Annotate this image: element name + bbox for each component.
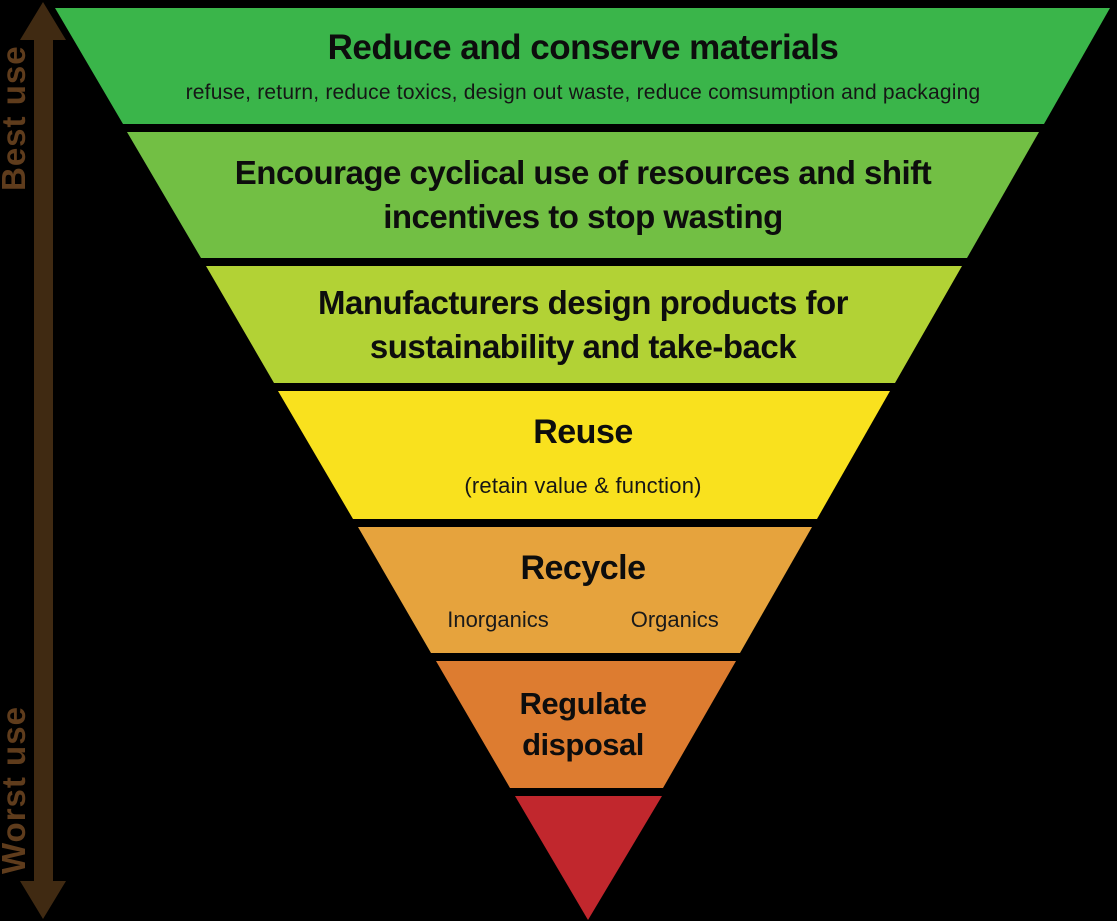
- axis-label-best-use: Best use: [0, 45, 32, 191]
- level-5-label: Recycle Inorganics Organics: [363, 527, 803, 653]
- level-3-label: Manufacturers design products for sustai…: [263, 266, 903, 383]
- level-5-sublabel-inorganics: Inorganics: [447, 606, 549, 632]
- level-1-title: Reduce and conserve materials: [327, 28, 839, 67]
- level-2-label: Encourage cyclical use of resources and …: [173, 132, 993, 258]
- level-7-tip-shape: [515, 796, 662, 920]
- best-worst-axis-arrow: [20, 2, 66, 919]
- level-4-label: Reuse (retain value & function): [303, 391, 863, 519]
- level-4-shape: [278, 391, 890, 519]
- level-1-shape: [55, 8, 1110, 124]
- level-6-shape: [436, 661, 736, 788]
- level-1-label: Reduce and conserve materials refuse, re…: [93, 8, 1073, 124]
- level-2-title: Encourage cyclical use of resources and …: [234, 154, 932, 235]
- level-5-title: Recycle: [520, 549, 646, 587]
- level-2-shape: [127, 132, 1039, 258]
- level-3-shape: [206, 266, 962, 383]
- axis-arrow-down-head-icon: [20, 881, 66, 919]
- level-4-title: Reuse: [533, 413, 633, 451]
- level-6-title: Regulate disposal: [519, 685, 647, 762]
- level-4-subtitle: (retain value & function): [464, 472, 702, 498]
- level-5-shape: [358, 527, 812, 653]
- axis-arrow-shaft: [34, 36, 53, 885]
- axis-arrow-up-head-icon: [20, 2, 66, 40]
- level-3-title: Manufacturers design products for sustai…: [318, 283, 848, 365]
- level-5-sublabel-organics: Organics: [630, 606, 719, 632]
- axis-label-worst-use: Worst use: [0, 706, 32, 874]
- level-6-label: Regulate disposal: [473, 661, 693, 788]
- level-1-subtitle: refuse, return, reduce toxics, design ou…: [185, 80, 981, 104]
- level-5-sublabels: Inorganics Organics: [447, 606, 719, 634]
